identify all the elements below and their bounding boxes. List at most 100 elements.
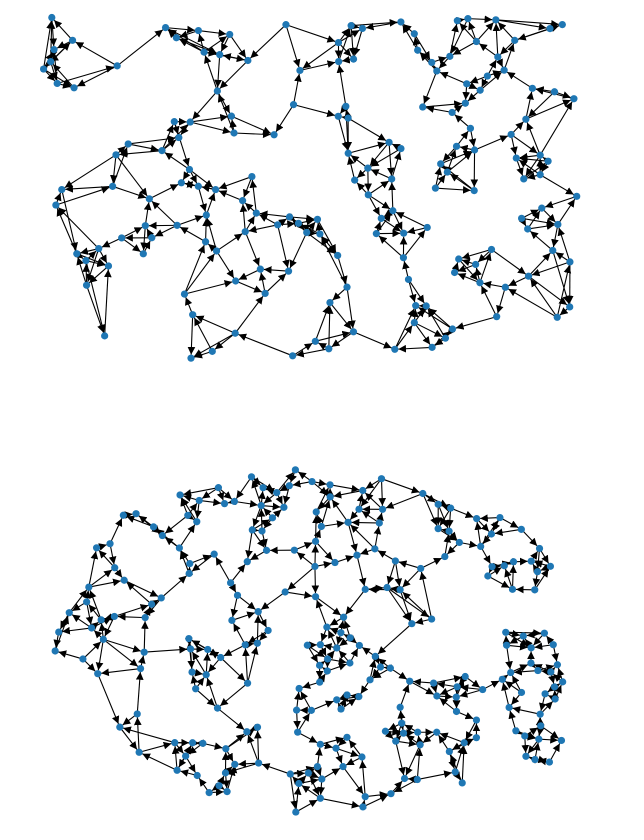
graph-edge xyxy=(106,639,142,653)
graph-edge xyxy=(250,551,265,561)
graph-edge xyxy=(98,550,114,566)
graph-node xyxy=(452,693,460,701)
graph-edge xyxy=(485,680,500,689)
graph-node xyxy=(547,668,555,676)
graph-node xyxy=(332,744,340,752)
graph-edge xyxy=(154,226,175,237)
graph-edge xyxy=(416,735,424,744)
graph-node xyxy=(195,496,203,505)
graph-edge xyxy=(462,540,478,549)
graph-edge xyxy=(499,674,509,683)
graph-edge xyxy=(286,27,301,68)
graph-edge xyxy=(384,479,420,494)
graph-edge xyxy=(58,650,81,659)
graph-edge xyxy=(238,269,258,280)
graph-edge xyxy=(438,186,471,194)
graph-node xyxy=(110,612,118,621)
graph-edge xyxy=(495,58,504,68)
graph-edge xyxy=(205,742,223,750)
graph-edge xyxy=(292,214,315,223)
graph-edge xyxy=(306,768,315,777)
graph-node xyxy=(524,225,532,233)
graph-edge xyxy=(446,544,458,555)
graph-edge xyxy=(257,509,266,528)
graph-edge xyxy=(357,557,367,587)
graph-edge xyxy=(123,239,141,253)
graph-node xyxy=(536,171,544,179)
graph-node xyxy=(217,653,225,662)
graph-node xyxy=(546,562,555,570)
graph-node xyxy=(400,229,408,237)
graph-node xyxy=(50,46,58,54)
graph-edge xyxy=(327,630,336,646)
graph-edge xyxy=(338,748,359,758)
graph-node xyxy=(220,500,229,508)
graph-edge xyxy=(504,680,520,692)
graph-edge xyxy=(339,638,349,647)
graph-node xyxy=(396,703,404,711)
graph-edge xyxy=(559,198,576,223)
graph-edge xyxy=(220,36,229,52)
graph-edge xyxy=(208,659,220,673)
graph-edge xyxy=(101,668,138,677)
graph-edge xyxy=(57,207,98,247)
graph-edge xyxy=(263,519,272,529)
graph-node xyxy=(213,704,222,712)
graph-node xyxy=(353,551,361,559)
graph-edge xyxy=(198,189,208,212)
graph-edge xyxy=(474,521,483,544)
graph-node xyxy=(413,775,421,784)
graph-node xyxy=(259,484,267,492)
graph-edge xyxy=(218,190,241,200)
graph-node xyxy=(184,511,192,519)
graph-node xyxy=(170,118,178,126)
graph-edge xyxy=(227,497,237,505)
graph-edge xyxy=(89,590,101,618)
graph-edge xyxy=(315,305,330,339)
graph-edge xyxy=(219,709,245,731)
graph-edge xyxy=(459,144,472,153)
graph-edge xyxy=(504,43,515,68)
graph-node xyxy=(230,129,238,137)
graph-edge xyxy=(191,555,213,572)
graph-node xyxy=(334,112,342,120)
graph-edge xyxy=(131,144,159,153)
graph-node xyxy=(399,729,408,737)
graph-edge xyxy=(315,599,327,625)
graph-node xyxy=(387,790,395,798)
graph-edge xyxy=(462,86,470,100)
graph-node xyxy=(68,36,77,44)
graph-node xyxy=(149,523,158,531)
graph-edge xyxy=(377,213,392,232)
graph-node xyxy=(99,635,107,643)
graph-node xyxy=(412,302,420,310)
graph-edge xyxy=(492,23,501,54)
graph-node xyxy=(284,267,293,275)
graph-edge xyxy=(508,276,527,287)
graph-edge xyxy=(415,324,431,345)
graph-edge xyxy=(138,515,161,534)
graph-edge xyxy=(359,760,367,794)
graph-edge xyxy=(412,37,421,48)
graph-edge xyxy=(404,229,426,256)
graph-node xyxy=(527,557,535,565)
graph-edge xyxy=(392,669,408,680)
graph-edge xyxy=(388,722,400,731)
graph-edge xyxy=(263,494,275,504)
graph-edge xyxy=(110,518,123,542)
graph-edge xyxy=(84,641,102,658)
graph-edge xyxy=(332,288,346,301)
graph-node xyxy=(558,21,566,29)
graph-node xyxy=(113,62,121,70)
graph-node xyxy=(540,629,549,637)
graph-node xyxy=(366,676,374,684)
graph-edge xyxy=(179,226,204,241)
graph-edge xyxy=(443,534,452,554)
graph-edge xyxy=(386,563,396,585)
graph-edge xyxy=(263,507,272,517)
graph-edge xyxy=(496,289,505,314)
graph-node xyxy=(423,223,431,232)
graph-node xyxy=(104,262,113,270)
graph-edge xyxy=(369,659,377,678)
graph-edge xyxy=(388,589,411,622)
